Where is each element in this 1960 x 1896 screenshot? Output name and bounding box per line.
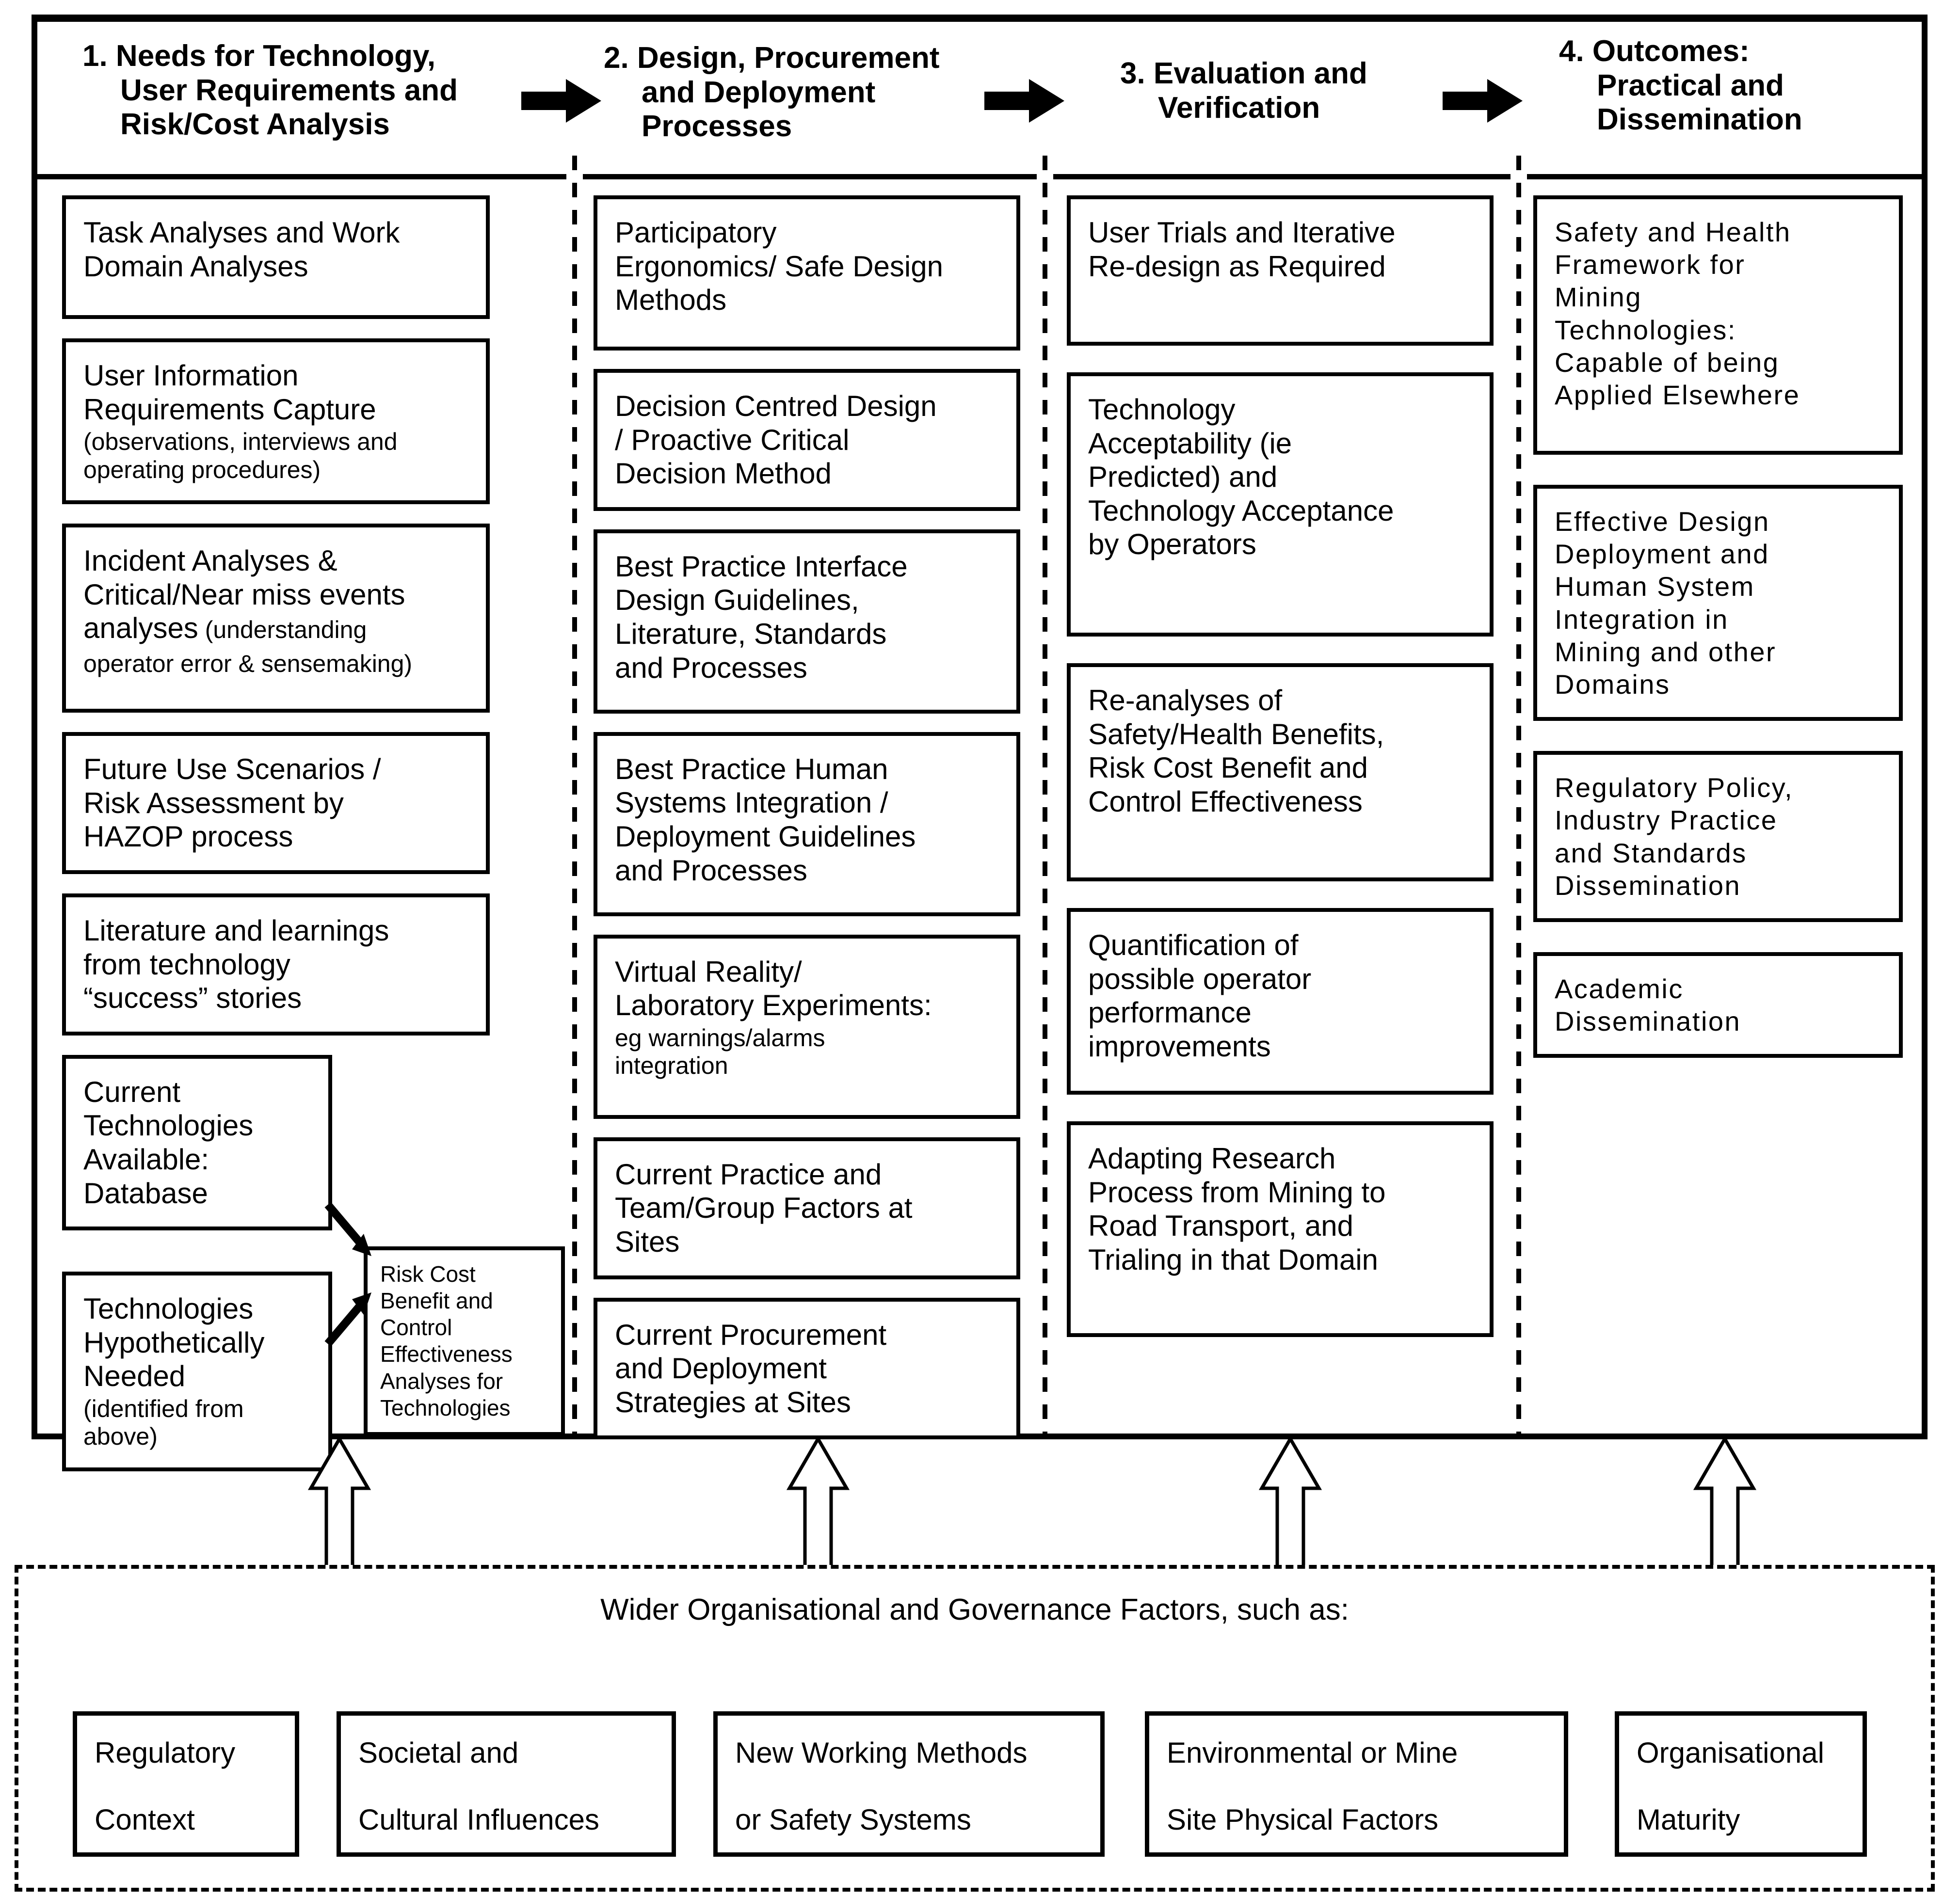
process-box-text: Regulatory Policy, Industry Practice and… — [1555, 772, 1794, 901]
process-box: Future Use Scenarios / Risk Assessment b… — [62, 732, 490, 874]
phase-title-3: 3. Evaluation and Verification — [1120, 57, 1367, 125]
column-design: Participatory Ergonomics/ Safe Design Me… — [594, 195, 1020, 1440]
process-box-text: Best Practice Interface Design Guideline… — [615, 550, 908, 684]
feedback-arrow-up-icon — [1693, 1436, 1757, 1568]
flow-arrow-right-icon — [984, 79, 1064, 123]
process-box-text: User Trials and Iterative Re-design as R… — [1088, 216, 1396, 283]
process-box: Best Practice Human Systems Integration … — [594, 732, 1020, 916]
process-box-text: Current Procurement and Deployment Strat… — [615, 1318, 887, 1418]
risk-analysis-box: Risk Cost Benefit and Control Effectiven… — [364, 1246, 565, 1436]
feedback-arrow-up-icon — [307, 1436, 371, 1568]
process-box-text: Adapting Research Process from Mining to… — [1088, 1142, 1386, 1276]
process-box-text: Virtual Reality/ Laboratory Experiments: — [615, 955, 932, 1022]
process-box-text: Best Practice Human Systems Integration … — [615, 752, 916, 887]
process-box-text: Current Technologies Available: Database — [83, 1075, 254, 1210]
column-needs: Task Analyses and Work Domain Analyses U… — [62, 195, 565, 1471]
column-outcomes: Safety and Health Framework for Mining T… — [1533, 195, 1903, 1058]
technology-analysis-cluster: Current Technologies Available: Database… — [62, 1054, 565, 1471]
process-box-text: Safety and Health Framework for Mining T… — [1555, 217, 1800, 410]
process-box-text: Participatory Ergonomics/ Safe Design Me… — [615, 216, 943, 317]
feedback-arrow-up-icon — [1258, 1436, 1322, 1568]
column-separator — [1043, 156, 1047, 1435]
governance-factor-text: New Working Methods or Safety Systems — [735, 1737, 1028, 1836]
process-box: Effective Design Deployment and Human Sy… — [1533, 485, 1903, 721]
header-divider — [37, 174, 566, 179]
process-box: Technology Acceptability (ie Predicted) … — [1067, 372, 1494, 637]
flow-arrow-right-icon — [1443, 79, 1523, 123]
process-box-subtext: eg warnings/alarms integration — [615, 1024, 825, 1080]
process-box-text: Effective Design Deployment and Human Sy… — [1555, 506, 1777, 700]
process-box-text: Quantification of possible operator perf… — [1088, 929, 1312, 1063]
process-box: User Information Requirements Capture(ob… — [62, 338, 490, 505]
process-box: Best Practice Interface Design Guideline… — [594, 529, 1020, 714]
governance-factor-box: Organisational Maturity — [1615, 1711, 1867, 1857]
process-box: Participatory Ergonomics/ Safe Design Me… — [594, 195, 1020, 351]
process-box: Safety and Health Framework for Mining T… — [1533, 195, 1903, 455]
governance-factor-text: Environmental or Mine Site Physical Fact… — [1167, 1737, 1458, 1836]
process-box-text: Literature and learnings from technology… — [83, 914, 389, 1015]
process-box-subtext: (observations, interviews and operating … — [83, 428, 398, 483]
tech-needed-box: Technologies Hypothetically Needed (iden… — [62, 1272, 332, 1471]
flow-arrow-right-icon — [521, 79, 601, 123]
process-box-text: Technologies Hypothetically Needed — [83, 1292, 265, 1393]
process-box-text: User Information Requirements Capture — [83, 359, 376, 426]
header-divider — [583, 174, 1037, 179]
process-box: Re-analyses of Safety/Health Benefits, R… — [1067, 663, 1494, 881]
process-box-text: Incident Analyses & Critical/Near miss e… — [83, 544, 405, 645]
process-box: Regulatory Policy, Industry Practice and… — [1533, 751, 1903, 922]
header-divider — [1527, 174, 1922, 179]
process-box: Academic Dissemination — [1533, 952, 1903, 1058]
process-box-text: Decision Centred Design / Proactive Crit… — [615, 390, 937, 490]
feedback-arrow-up-icon — [786, 1436, 850, 1568]
column-separator — [572, 156, 577, 1435]
process-box: Decision Centred Design / Proactive Crit… — [594, 369, 1020, 511]
process-box: Current Practice and Team/Group Factors … — [594, 1137, 1020, 1279]
process-box: Quantification of possible operator perf… — [1067, 908, 1494, 1095]
process-box-text: Technology Acceptability (ie Predicted) … — [1088, 393, 1394, 561]
governance-factor-text: Societal and Cultural Influences — [358, 1737, 599, 1836]
governance-factor-box: Societal and Cultural Influences — [337, 1711, 676, 1857]
process-box-subtext: (understanding operator error & sensemak… — [83, 616, 413, 677]
governance-box: Wider Organisational and Governance Fact… — [15, 1565, 1935, 1892]
technology-box-stack: Current Technologies Available: Database… — [62, 1054, 332, 1471]
phase-title-2: 2. Design, Procurement and Deployment Pr… — [604, 41, 940, 143]
process-box: Adapting Research Process from Mining to… — [1067, 1121, 1494, 1337]
process-box: Incident Analyses & Critical/Near miss e… — [62, 524, 490, 713]
process-box-text: Future Use Scenarios / Risk Assessment b… — [83, 753, 381, 853]
process-box: Task Analyses and Work Domain Analyses — [62, 195, 490, 319]
process-box: Current Procurement and Deployment Strat… — [594, 1297, 1020, 1440]
header-divider — [1053, 174, 1510, 179]
process-box: User Trials and Iterative Re-design as R… — [1067, 195, 1494, 346]
phase-title-1: 1. Needs for Technology, User Requiremen… — [82, 39, 458, 142]
governance-factor-box: Regulatory Context — [73, 1711, 299, 1857]
process-box-subtext: (identified from above) — [83, 1395, 244, 1450]
tech-current-box: Current Technologies Available: Database — [62, 1054, 332, 1231]
process-box-text: Current Practice and Team/Group Factors … — [615, 1158, 913, 1258]
process-box-text: Re-analyses of Safety/Health Benefits, R… — [1088, 684, 1384, 818]
governance-factor-text: Organisational Maturity — [1637, 1737, 1824, 1836]
process-box: Virtual Reality/ Laboratory Experiments:… — [594, 934, 1020, 1119]
column-separator — [1516, 156, 1521, 1435]
phase-title-4: 4. Outcomes: Practical and Dissemination — [1559, 34, 1802, 137]
process-box-text: Academic Dissemination — [1555, 973, 1741, 1037]
governance-factor-box: New Working Methods or Safety Systems — [713, 1711, 1105, 1857]
process-box-text: Task Analyses and Work Domain Analyses — [83, 216, 400, 283]
governance-factor-text: Regulatory Context — [95, 1737, 236, 1836]
process-panel: 1. Needs for Technology, User Requiremen… — [32, 15, 1928, 1471]
governance-factor-box: Environmental or Mine Site Physical Fact… — [1145, 1711, 1568, 1857]
process-box: Literature and learnings from technology… — [62, 893, 490, 1036]
column-evaluation: User Trials and Iterative Re-design as R… — [1067, 195, 1494, 1337]
governance-title: Wider Organisational and Governance Fact… — [600, 1593, 1349, 1626]
